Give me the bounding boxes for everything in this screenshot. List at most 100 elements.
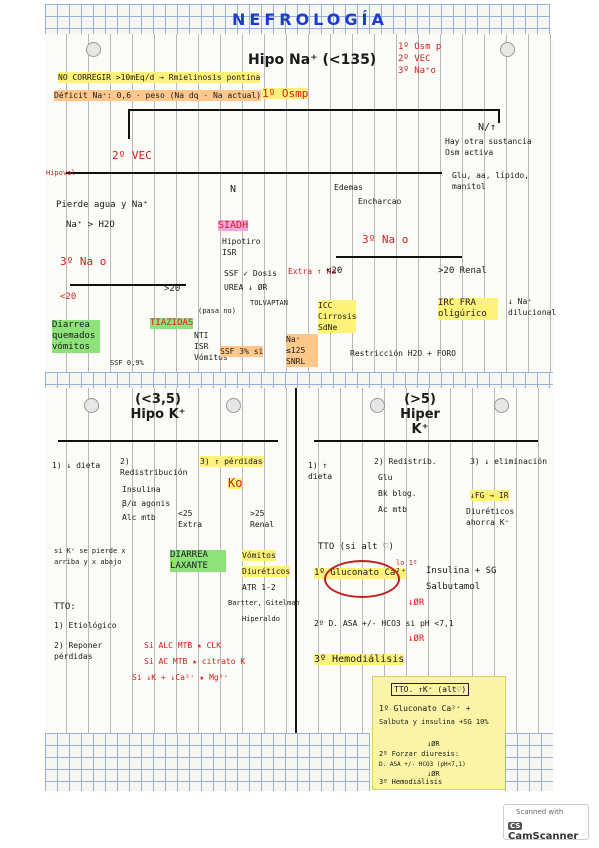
step-osmp: 1º Osmp [262, 87, 309, 100]
lt20-left: <20 [60, 292, 77, 302]
brace [314, 440, 538, 442]
binder-hole [494, 398, 509, 413]
gluconato-circle [324, 560, 400, 598]
pasa-no-text: (pasa no) [198, 307, 236, 315]
hipona-side-note: 3º Na⁺o [398, 66, 436, 76]
salbutamol: Salbutamol [426, 582, 481, 592]
hiperk-c1: 1) ↑ dieta [308, 461, 333, 481]
lo-1: lo 1º [396, 559, 418, 567]
hipona-side-note: 1º Osm p [398, 42, 442, 52]
hipok-c1: 1) ↓ dieta [52, 461, 101, 470]
gt25-label: >25 Renal [250, 509, 275, 529]
renal-item: ATR 1-2 [242, 583, 276, 592]
gt20-left: >20 [164, 284, 181, 294]
extra-text: Extra ↑ Na⁺ [288, 267, 341, 276]
lt20-right: <20 [326, 266, 343, 276]
binder-hole [226, 398, 241, 413]
deficit-formula: Déficit Na⁺: 0,6 · peso (Na dq - Na actu… [54, 90, 262, 101]
restriccion-text: Restricción H2O + FORO [350, 349, 456, 358]
hiperk-c3: 3) ↓ eliminación [470, 457, 548, 466]
camscanner-badge: Scanned with CSCamScanner [503, 804, 589, 842]
camscanner-logo: CSCamScanner [508, 822, 579, 842]
step-na-o-left: 3º Na o [60, 255, 107, 268]
or-1: ↓ØR [408, 598, 425, 608]
lt25-label: <25 Extra [178, 509, 203, 529]
note-line: 3º Hemodiálisis [379, 778, 443, 786]
edemas-text: Edemas [334, 183, 363, 192]
note-line: Salbuta y insulina +SG 10% [379, 718, 489, 726]
encharcao-text: Encharcao [358, 197, 402, 206]
hipotiro-text: Hipotiro ISR [222, 237, 261, 257]
glu-text: Glu, aa, lípido, manitol [452, 171, 530, 191]
camscanner-brand: CamScanner [508, 831, 579, 842]
note-line: D. ASA +/- HCO3 (pH<7,1) [379, 761, 466, 768]
graph-paper-middle [45, 372, 553, 392]
hiperk-tto: TTO (si alt ♡) [318, 542, 394, 552]
hipok-tto: TTO: [54, 602, 76, 612]
n-up-label: N/↑ [478, 122, 497, 133]
renal-item: Diuréticos [242, 566, 291, 577]
notebook-page-hiperk [297, 388, 553, 733]
tolvaptan-text: TOLVAPTÁN [250, 299, 288, 307]
graph-paper-bottom [45, 733, 370, 791]
step-na-o-right: 3º Na o [362, 233, 409, 246]
branch-line [66, 172, 442, 174]
note-line: ↓ØR [427, 740, 440, 748]
hay-otra-text: Hay otra sustancia Osm activa [445, 137, 532, 157]
note-line: 2º Forzar diuresis: [379, 750, 460, 758]
no-corregir-text: NO CORREGIR >10mEq/d → Rmielinosis ponti… [58, 72, 261, 83]
diureticos-ahorra: Diuréticos ahorra K⁺ [466, 507, 515, 527]
branch-line [128, 109, 500, 111]
ssf-dosis-text: SSF ✓ Dosis [224, 269, 277, 278]
hiperk-c2: 2) Redistrib. [374, 457, 437, 466]
hipona-side-note: 2º VEC [398, 54, 431, 64]
nti-text: NTI ISR Vómitos [194, 331, 228, 362]
binder-hole [500, 42, 515, 57]
or-2: ↓ØR [408, 634, 425, 644]
page-divider [295, 388, 297, 733]
branch-line [70, 284, 186, 286]
binder-hole [84, 398, 99, 413]
page-title: NEFROLOGÍA [232, 10, 388, 29]
fg-ir-label: ↓FG → IR [470, 490, 509, 501]
hipok-c2-item: Alc mtb [122, 513, 156, 522]
n-label: N [230, 184, 237, 195]
renal-item: Hiperaldo [242, 615, 280, 623]
irc-box: IRC FRA oligúrico [438, 298, 498, 320]
renal-item: Vómitos [242, 550, 276, 561]
hipok-title: (<3,5) Hipo K⁺ [130, 392, 186, 422]
branch-line [498, 109, 500, 123]
diarrea-laxante: DIARREA LAXANTE [170, 550, 226, 572]
hipok-c2-item: Insulina [122, 485, 161, 494]
urea-text: UREA ↓ ØR [224, 283, 268, 292]
diarrea-box: Diarrea quemados vómitos [52, 320, 100, 353]
hiperk-c2-item: Ac mtb [378, 505, 407, 514]
alc-line: Si ALC MTB ★ CLK [144, 641, 222, 650]
dilucional-text: ↓ Na⁺ dilucional [508, 297, 557, 317]
na-le125-text: Na⁺ ≤125 SNRL [286, 334, 318, 367]
renal-item: Bartter, Gitelman [228, 599, 300, 607]
tiazidas-box: TIAZIDAS [150, 318, 194, 329]
hiperk-step3: 3º Hemodiálisis [314, 654, 405, 665]
pierde-text: Pierde agua y Na⁺ [56, 200, 149, 210]
hiperk-title: (>5) Hiper K⁺ [400, 392, 440, 437]
alc-line: Si AC MTB ★ citrato K [144, 657, 246, 666]
hipok-note: si K⁺ se pierde x arriba y x abajo [54, 547, 126, 566]
hipok-c3: 3) ↑ pérdidas [200, 456, 263, 467]
hiperk-c2-item: Bk blog. [378, 489, 417, 498]
na-h2o-text: Na⁺ > H2O [66, 220, 115, 230]
siadh-box: SIADH [218, 220, 249, 231]
sticky-note: TTO. ↑K⁺ (alt♡) 1º Gluconato Ca²⁺ + Salb… [372, 676, 506, 790]
ssf-label: SSF 0,9% [110, 359, 144, 367]
binder-hole [370, 398, 385, 413]
hipok-c2-item: β/α agonis [122, 499, 171, 508]
note-line: 1º Gluconato Ca²⁺ + [379, 704, 471, 713]
note-line: ↓ØR [427, 770, 440, 778]
branch-line [128, 109, 130, 139]
step-vec: 2º VEC [112, 149, 152, 162]
ko-label: Ko [228, 476, 243, 490]
brace [58, 440, 278, 442]
gt20-renal: >20 Renal [438, 266, 487, 276]
hipok-tto2: 2) Reponer pérdidas [54, 641, 103, 661]
scanned-with-text: Scanned with [516, 808, 564, 816]
